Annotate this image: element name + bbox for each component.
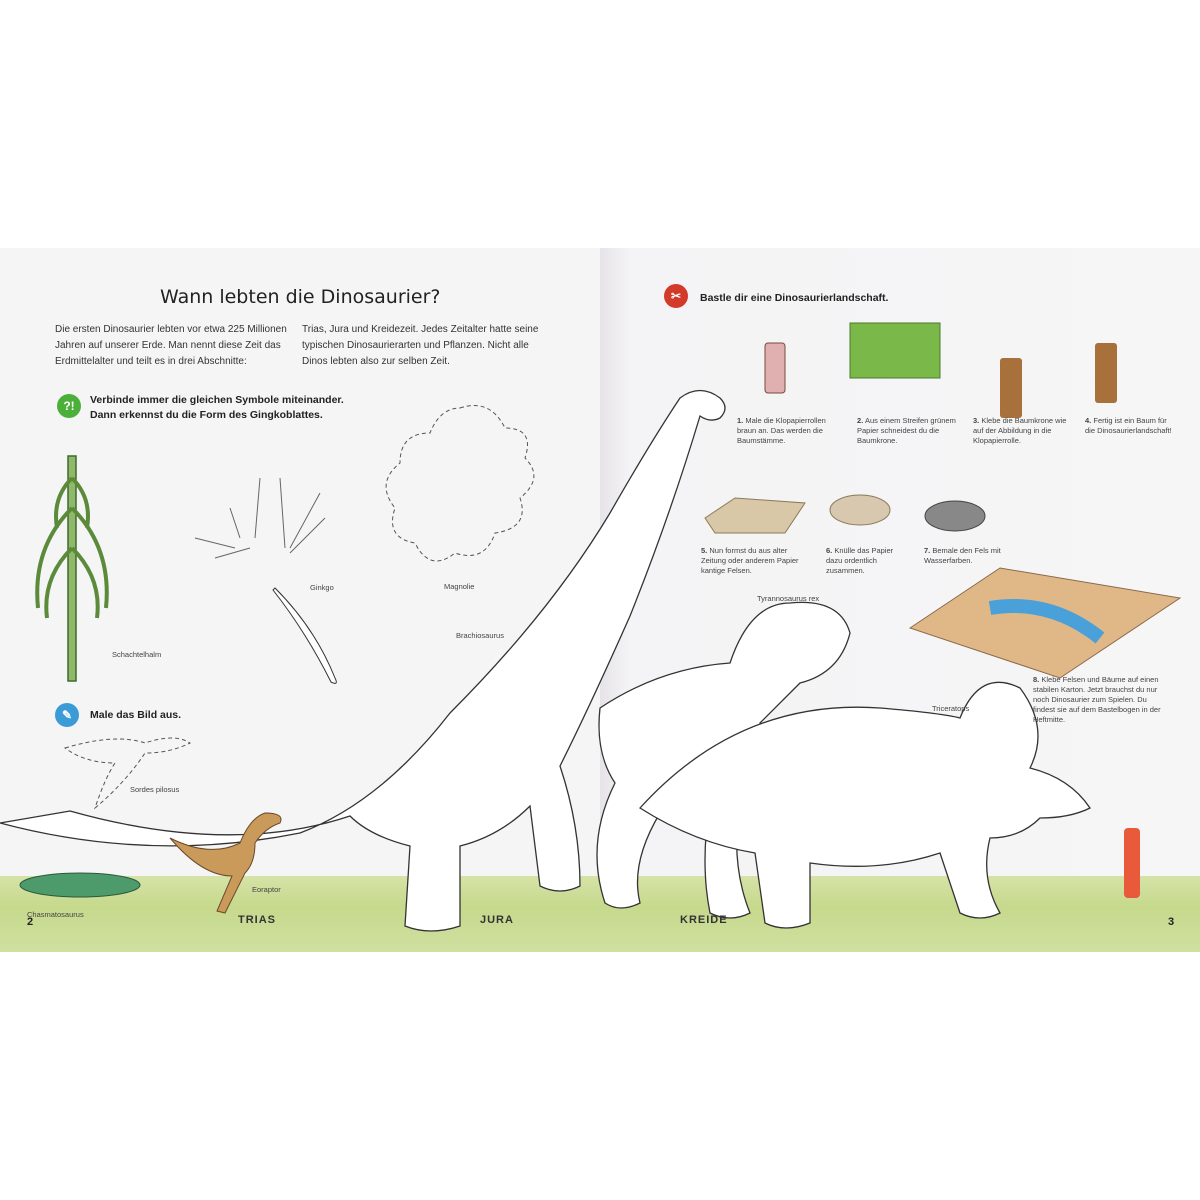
book-spread: Wann lebten die Dinosaurier? Die ersten … (0, 248, 1200, 952)
step-2: 2. Aus einem Streifen grünem Papier schn… (857, 416, 957, 446)
page-number-right: 3 (1168, 916, 1175, 928)
task-craft: Bastle dir eine Dinosaurierlandschaft. (700, 292, 889, 304)
task-connect-line1: Verbinde immer die gleichen Symbole mite… (90, 394, 344, 406)
step-number: 6. (826, 546, 833, 555)
era-trias: TRIAS (238, 914, 276, 926)
step-4: 4. Fertig ist ein Baum für die Dinosauri… (1085, 416, 1175, 436)
step-number: 1. (737, 416, 744, 425)
step-text: Bemale den Fels mit Wasserfarben. (924, 546, 1001, 565)
eoraptor-illustration (169, 812, 282, 914)
landscape-board (908, 567, 1182, 679)
ginkgo-stalk (272, 587, 337, 684)
step-number: 4. (1085, 416, 1092, 425)
label-brachiosaurus: Brachiosaurus (456, 631, 504, 640)
boy-illustration (1124, 828, 1140, 898)
puzzle-question-icon: ?! (57, 394, 81, 418)
era-jura: JURA (480, 914, 514, 926)
step-number: 8. (1033, 675, 1040, 684)
page-number-left: 2 (27, 916, 34, 928)
label-trex: Tyrannosaurus rex (757, 594, 820, 603)
toilet-roll-1 (764, 342, 786, 394)
step-text: Nun formst du aus alter Zeitung oder and… (701, 546, 799, 575)
era-kreide: KREIDE (680, 914, 728, 926)
brachiosaurus-outline (0, 389, 726, 932)
paper-sheet (704, 497, 806, 534)
ground-strip (0, 876, 1200, 952)
label-schachtelhalm: Schachtelhalm (112, 650, 162, 659)
chasmatosaurus-illustration (19, 872, 141, 898)
label-ginkgo: Ginkgo (310, 583, 334, 592)
step-text: Aus einem Streifen grünem Papier schneid… (857, 416, 956, 445)
label-sordes: Sordes pilosus (130, 785, 180, 794)
intro-text-col2: Trias, Jura und Kreidezeit. Jedes Zeital… (302, 324, 539, 367)
tree-4 (1095, 343, 1117, 403)
sordes-outline (63, 737, 191, 810)
rock-painting (924, 500, 986, 532)
label-triceratops: Triceratops (932, 704, 970, 713)
intro-text-col1: Die ersten Dinosaurier lebten vor etwa 2… (55, 324, 287, 367)
step-number: 3. (973, 416, 980, 425)
magnolie-outline (385, 405, 535, 562)
triceratops-outline (638, 681, 1091, 929)
step-5: 5. Nun formst du aus alter Zeitung oder … (701, 546, 801, 576)
step-text: Klebe die Baumkrone wie auf der Abbildun… (973, 416, 1067, 445)
ginkgo-rays (194, 477, 326, 559)
water (988, 599, 1105, 644)
step-3: 3. Klebe die Baumkrone wie auf der Abbil… (973, 416, 1073, 446)
crumpled-paper (829, 494, 891, 526)
page-title: Wann lebten die Dinosaurier? (160, 286, 441, 308)
step-text: Klebe Felsen und Bäume auf einen stabile… (1033, 675, 1161, 724)
step-7: 7. Bemale den Fels mit Wasserfarben. (924, 546, 1009, 566)
green-paper (849, 322, 941, 379)
step-number: 2. (857, 416, 864, 425)
step-number: 7. (924, 546, 931, 555)
step-6: 6. Knülle das Papier dazu ordentlich zus… (826, 546, 906, 576)
step-8: 8. Klebe Felsen und Bäume auf einen stab… (1033, 675, 1168, 725)
task-color: Male das Bild aus. (90, 709, 182, 721)
task-connect: Verbinde immer die gleichen Symbole mite… (90, 393, 344, 423)
schachtelhalm-illustration (35, 455, 109, 682)
illustrations (0, 322, 1182, 932)
label-chasmatosaurus: Chasmatosaurus (27, 910, 84, 919)
label-magnolie: Magnolie (444, 582, 475, 591)
label-eoraptor: Eoraptor (252, 885, 281, 894)
paintbrush-icon: ✎ (55, 703, 79, 727)
tree-3 (1000, 358, 1022, 418)
step-1: 1. Male die Klopapierrollen braun an. Da… (737, 416, 837, 446)
scissors-icon: ✂ (664, 284, 688, 308)
step-text: Fertig ist ein Baum für die Dinosaurierl… (1085, 416, 1172, 435)
step-number: 5. (701, 546, 708, 555)
task-connect-line2: Dann erkennst du die Form des Gingkoblat… (90, 409, 323, 421)
step-text: Male die Klopapierrollen braun an. Das w… (737, 416, 826, 445)
step-text: Knülle das Papier dazu ordentlich zusamm… (826, 546, 894, 575)
